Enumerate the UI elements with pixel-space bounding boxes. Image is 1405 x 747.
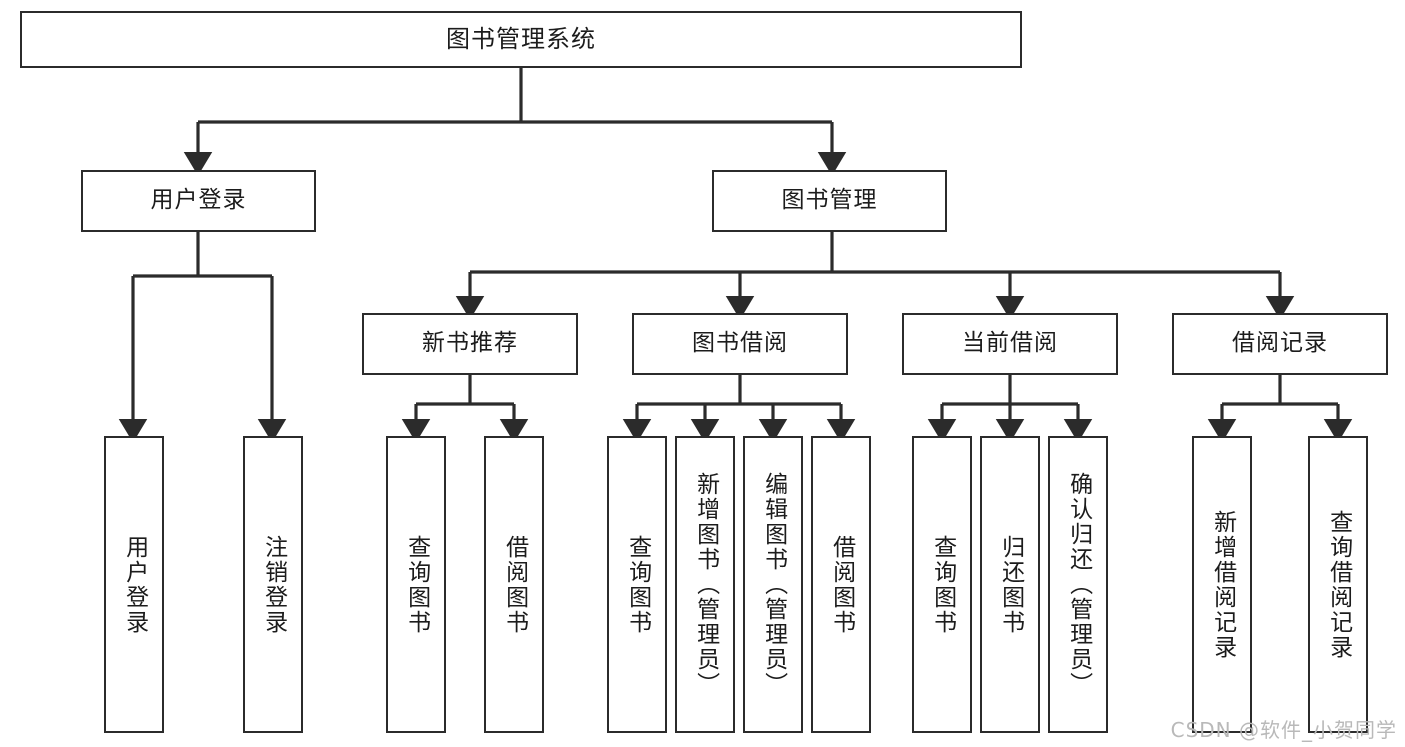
node-label: 查询图书 (624, 534, 651, 635)
node-label: 查询图书 (929, 534, 956, 635)
node-label: 查询图书 (403, 534, 430, 635)
node-label: 图书管理 (781, 187, 878, 214)
node-label: 编辑图书（管理员） (760, 472, 787, 697)
node-root-book-management-system[interactable]: 图书管理系统 (20, 11, 1022, 68)
node-current-borrow[interactable]: 当前借阅 (902, 313, 1118, 375)
node-label: 当前借阅 (962, 330, 1058, 357)
node-label: 借阅图书 (501, 534, 528, 635)
node-label: 归还图书 (997, 534, 1024, 635)
node-book-borrow[interactable]: 图书借阅 (632, 313, 848, 375)
node-label: 查询借阅记录 (1325, 509, 1352, 660)
node-label: 用户登录 (121, 534, 148, 635)
node-leaf-borrow-book[interactable]: 借阅图书 (811, 436, 871, 733)
node-leaf-query-borrow-record[interactable]: 查询借阅记录 (1308, 436, 1368, 733)
node-label: 新增借阅记录 (1209, 509, 1236, 660)
node-label: 新增图书（管理员） (692, 472, 719, 697)
node-label: 新书推荐 (422, 330, 518, 357)
node-label: 用户登录 (150, 187, 247, 214)
node-leaf-add-book-admin[interactable]: 新增图书（管理员） (675, 436, 735, 733)
node-leaf-borrow-book-recommend[interactable]: 借阅图书 (484, 436, 544, 733)
node-leaf-query-book-recommend[interactable]: 查询图书 (386, 436, 446, 733)
node-leaf-logout[interactable]: 注销登录 (243, 436, 303, 733)
node-label: 图书管理系统 (446, 25, 596, 54)
node-leaf-query-book-current[interactable]: 查询图书 (912, 436, 972, 733)
node-leaf-edit-book-admin[interactable]: 编辑图书（管理员） (743, 436, 803, 733)
node-label: 确认归还（管理员） (1065, 472, 1092, 697)
node-label: 注销登录 (260, 534, 287, 635)
node-borrow-record[interactable]: 借阅记录 (1172, 313, 1388, 375)
node-leaf-user-login[interactable]: 用户登录 (104, 436, 164, 733)
node-leaf-query-book-borrow[interactable]: 查询图书 (607, 436, 667, 733)
node-leaf-return-book[interactable]: 归还图书 (980, 436, 1040, 733)
node-label: 借阅记录 (1232, 330, 1328, 357)
node-new-book-recommend[interactable]: 新书推荐 (362, 313, 578, 375)
node-book-management[interactable]: 图书管理 (712, 170, 947, 232)
node-leaf-confirm-return-admin[interactable]: 确认归还（管理员） (1048, 436, 1108, 733)
node-label: 图书借阅 (692, 330, 788, 357)
node-label: 借阅图书 (828, 534, 855, 635)
node-leaf-add-borrow-record[interactable]: 新增借阅记录 (1192, 436, 1252, 733)
watermark: CSDN @软件_小贺同学 (1170, 718, 1397, 742)
node-user-login[interactable]: 用户登录 (81, 170, 316, 232)
